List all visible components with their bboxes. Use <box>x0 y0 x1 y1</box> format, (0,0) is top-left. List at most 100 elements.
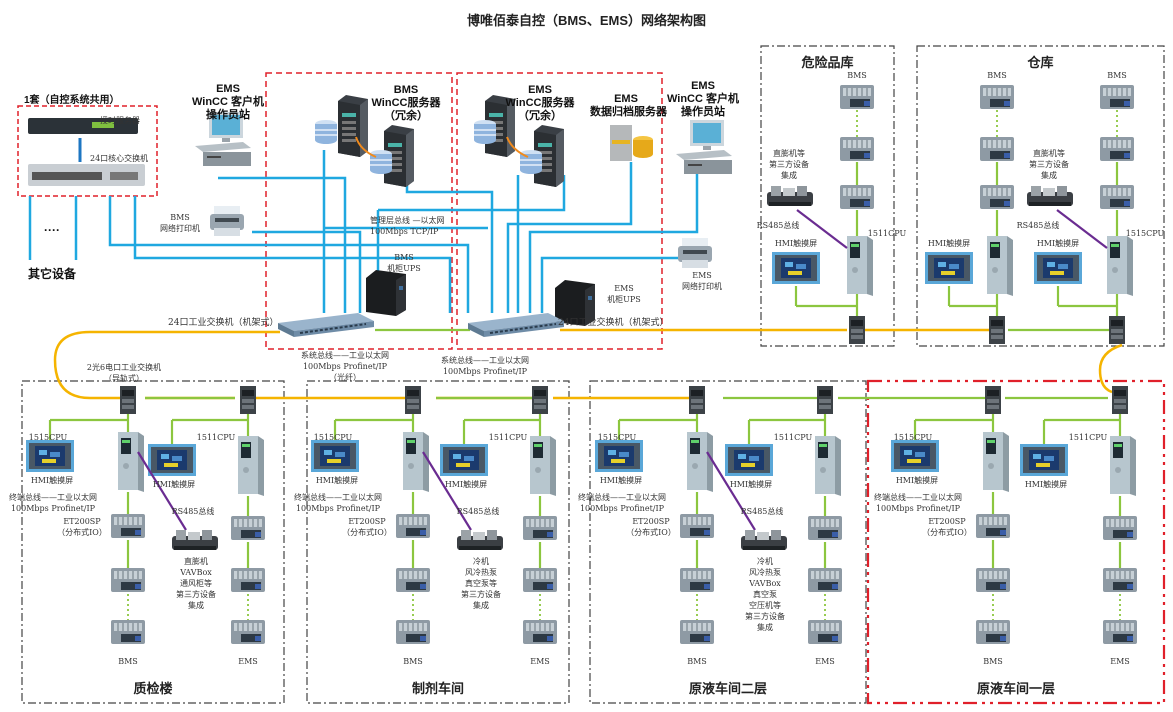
cpu-1515-icon <box>687 432 713 492</box>
io-module-icon <box>1099 136 1135 162</box>
hmi-label: HMI触摸屏 <box>1024 480 1068 489</box>
bms-ups-label: BMS 机柜UPS <box>387 253 421 273</box>
bms-label: BMS <box>118 657 138 666</box>
ems-client-right-pc-icon <box>676 120 732 174</box>
zone-prep-box <box>306 380 570 704</box>
cpu-1515-label: 1515CPU <box>597 433 637 442</box>
ems-server-label: EMS WinCC服务器 （冗余） <box>505 84 575 122</box>
hmi-label: HMI触摸屏 <box>444 480 488 489</box>
io-module-icon <box>807 619 843 645</box>
hmi-touchscreen-icon <box>925 252 973 284</box>
hmi-touchscreen-icon <box>1020 444 1068 476</box>
cpu-1515-icon <box>403 432 429 492</box>
bms-printer-icon <box>210 206 244 236</box>
hmi-label: HMI触摸屏 <box>1036 239 1080 248</box>
cpu-icon <box>847 236 873 296</box>
et200sp-io-icon <box>395 513 431 539</box>
hmi-label: HMI触摸屏 <box>927 239 971 248</box>
zone-liquid2-box <box>589 380 867 704</box>
cpu-1511-label: 1511CPU <box>488 433 528 442</box>
hmi-touchscreen-icon <box>440 444 488 476</box>
third-party-equipment-icon <box>172 530 218 550</box>
io-module-icon <box>395 567 431 593</box>
io-module-icon <box>522 515 558 541</box>
zone-qc-title: 质检楼 <box>133 682 173 697</box>
io-module-icon <box>679 619 715 645</box>
io-module-icon <box>975 619 1011 645</box>
et200sp-io-icon <box>975 513 1011 539</box>
cpu-1511-label: 1511CPU <box>773 433 813 442</box>
ellipsis: ···· <box>44 223 60 237</box>
diagram-title: 博唯佰泰自控（BMS、EMS）网络架构图 <box>466 13 707 28</box>
rs485-line <box>706 451 756 531</box>
rs485-line <box>137 451 187 531</box>
archive-server-icon <box>610 125 653 161</box>
time-server-label: 授时服务器 <box>100 116 140 125</box>
et200sp-label: ET200SP（分布式IO） <box>626 517 676 537</box>
io-module-icon <box>807 567 843 593</box>
hmi-touchscreen-icon <box>891 440 939 472</box>
hmi-touchscreen-icon <box>26 440 74 472</box>
io-module-icon <box>807 515 843 541</box>
io-module-icon <box>979 84 1015 110</box>
zone-liquid1-box <box>866 379 1166 705</box>
io-module-icon <box>522 619 558 645</box>
io-module-icon <box>979 184 1015 210</box>
bms-db-primary-icon <box>314 119 338 145</box>
rack-switch-right-icon <box>467 312 565 338</box>
io-module-icon <box>230 567 266 593</box>
bms-label: BMS <box>1107 71 1127 80</box>
management-bus-lines <box>28 150 699 313</box>
hmi-touchscreen-icon <box>725 444 773 476</box>
rs485-label: RS485总线 <box>171 507 215 516</box>
rail-switch-icon <box>849 316 865 344</box>
rs485-line <box>1056 209 1108 249</box>
io-module-icon <box>110 567 146 593</box>
zone-warehouse-box <box>916 45 1165 347</box>
cpu-label: 1515CPU <box>1125 229 1165 238</box>
third-party-label: 直膨机等第三方设备集成 <box>769 149 809 180</box>
bms-label: BMS <box>847 71 867 80</box>
ems-label: EMS <box>1110 657 1130 666</box>
zone-prep-title: 制剂车间 <box>411 682 464 697</box>
io-module-icon <box>395 619 431 645</box>
third-party-equipment-icon <box>1027 186 1073 206</box>
fiber-ring <box>53 328 1123 400</box>
cpu-1515-icon <box>983 432 1009 492</box>
io-module-icon <box>1099 184 1135 210</box>
ems-label: EMS <box>815 657 835 666</box>
hmi-label: HMI触摸屏 <box>152 480 196 489</box>
io-module-icon <box>1102 567 1138 593</box>
hmi-label: HMI触摸屏 <box>30 476 74 485</box>
rail-switch-icon <box>989 316 1005 344</box>
third-party-label: 冷机风冷热泵真空泵等第三方设备集成 <box>461 557 501 610</box>
io-module-icon <box>839 136 875 162</box>
io-module-icon <box>975 567 1011 593</box>
profinet-lines <box>145 328 1112 400</box>
cpu-1511-label: 1511CPU <box>1068 433 1108 442</box>
zone-warehouse-title: 仓库 <box>1027 56 1054 71</box>
bms-printer-label: BMS 网络打印机 <box>160 213 200 233</box>
bms-ups-icon <box>366 270 406 316</box>
rs485-label: RS485总线 <box>740 507 784 516</box>
core-switch-icon <box>28 164 145 186</box>
rs485-label: RS485总线 <box>756 221 800 230</box>
bms-db-secondary-icon <box>369 149 393 175</box>
io-module-icon <box>1102 619 1138 645</box>
third-party-equipment-icon <box>741 530 787 550</box>
io-module-icon <box>522 567 558 593</box>
third-party-equipment-icon <box>767 186 813 206</box>
hmi-label: HMI触摸屏 <box>315 476 359 485</box>
io-module-icon <box>1099 84 1135 110</box>
hmi-label: HMI触摸屏 <box>599 476 643 485</box>
cpu-1515-label: 1515CPU <box>28 433 68 442</box>
rail-switch-icon <box>817 386 833 414</box>
io-module-icon <box>110 619 146 645</box>
core-group-label: 1套（自控系统共用） <box>24 95 120 106</box>
cpu-icon <box>1107 236 1133 296</box>
io-module-icon <box>979 136 1015 162</box>
